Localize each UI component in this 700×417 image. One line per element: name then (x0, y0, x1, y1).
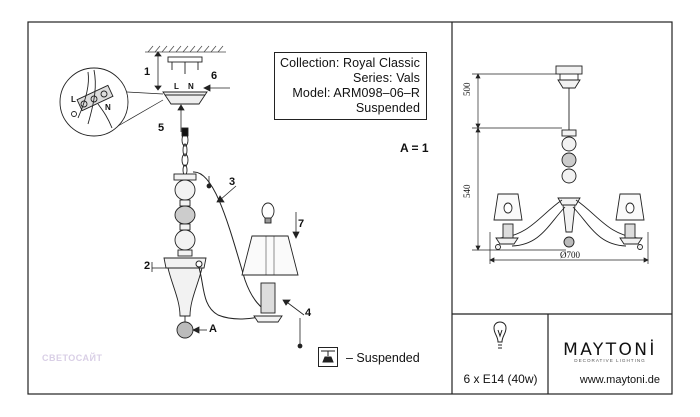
legend-text: – Suspended (346, 351, 420, 365)
light-bulb-icon (493, 321, 507, 349)
callout-2: 2 (144, 260, 151, 272)
bulb-spec: 6 x E14 (40w) (463, 372, 538, 386)
wire-label-l: L (174, 82, 179, 91)
callout-1: 1 (144, 66, 151, 78)
detail-label-n: N (105, 103, 111, 112)
watermark: СВЕТОСАЙТ (42, 353, 103, 363)
front-view (493, 65, 645, 250)
lamp-column (163, 173, 207, 339)
wiring-detail (59, 67, 164, 137)
callout-7: 7 (298, 218, 305, 230)
brand-tagline: DECORATIVE LIGHTING (574, 358, 646, 363)
brand-name: MAYTONİ (563, 340, 657, 360)
callout-5: 5 (158, 122, 165, 134)
lamp-arm (192, 171, 271, 320)
legend-icon-frame (318, 347, 338, 367)
canopy (162, 91, 208, 105)
brand-url: www.maytoni.de (579, 374, 660, 386)
suspended-lamp-icon (321, 350, 335, 363)
dim-diameter: Ø700 (560, 250, 580, 260)
dim-height-body: 540 (462, 184, 472, 199)
arrow-1 (154, 51, 162, 91)
callout-6: 6 (211, 70, 218, 82)
chain (181, 127, 189, 176)
dim-height-top: 500 (462, 82, 472, 97)
callout-4: 4 (305, 307, 312, 319)
scale-label: A = 1 (400, 141, 429, 155)
wire-label-n: N (188, 82, 194, 91)
mounting-bracket (167, 56, 203, 74)
model-label: Model: ARM098–06–R (292, 86, 420, 100)
detail-label-l: L (71, 95, 76, 104)
series-label: Series: Vals (353, 71, 420, 85)
mount-type-label: Suspended (355, 101, 420, 115)
ceiling-hatch (145, 45, 226, 53)
candle-and-shade (241, 202, 299, 323)
callout-3: 3 (229, 176, 236, 188)
collection-label: Collection: Royal Classic (279, 56, 420, 70)
sheet-frame (27, 21, 673, 395)
callout-a: A (209, 323, 217, 335)
product-info-box: Collection: Royal Classic Series: Vals M… (274, 52, 427, 120)
dimension-lines (472, 73, 649, 264)
